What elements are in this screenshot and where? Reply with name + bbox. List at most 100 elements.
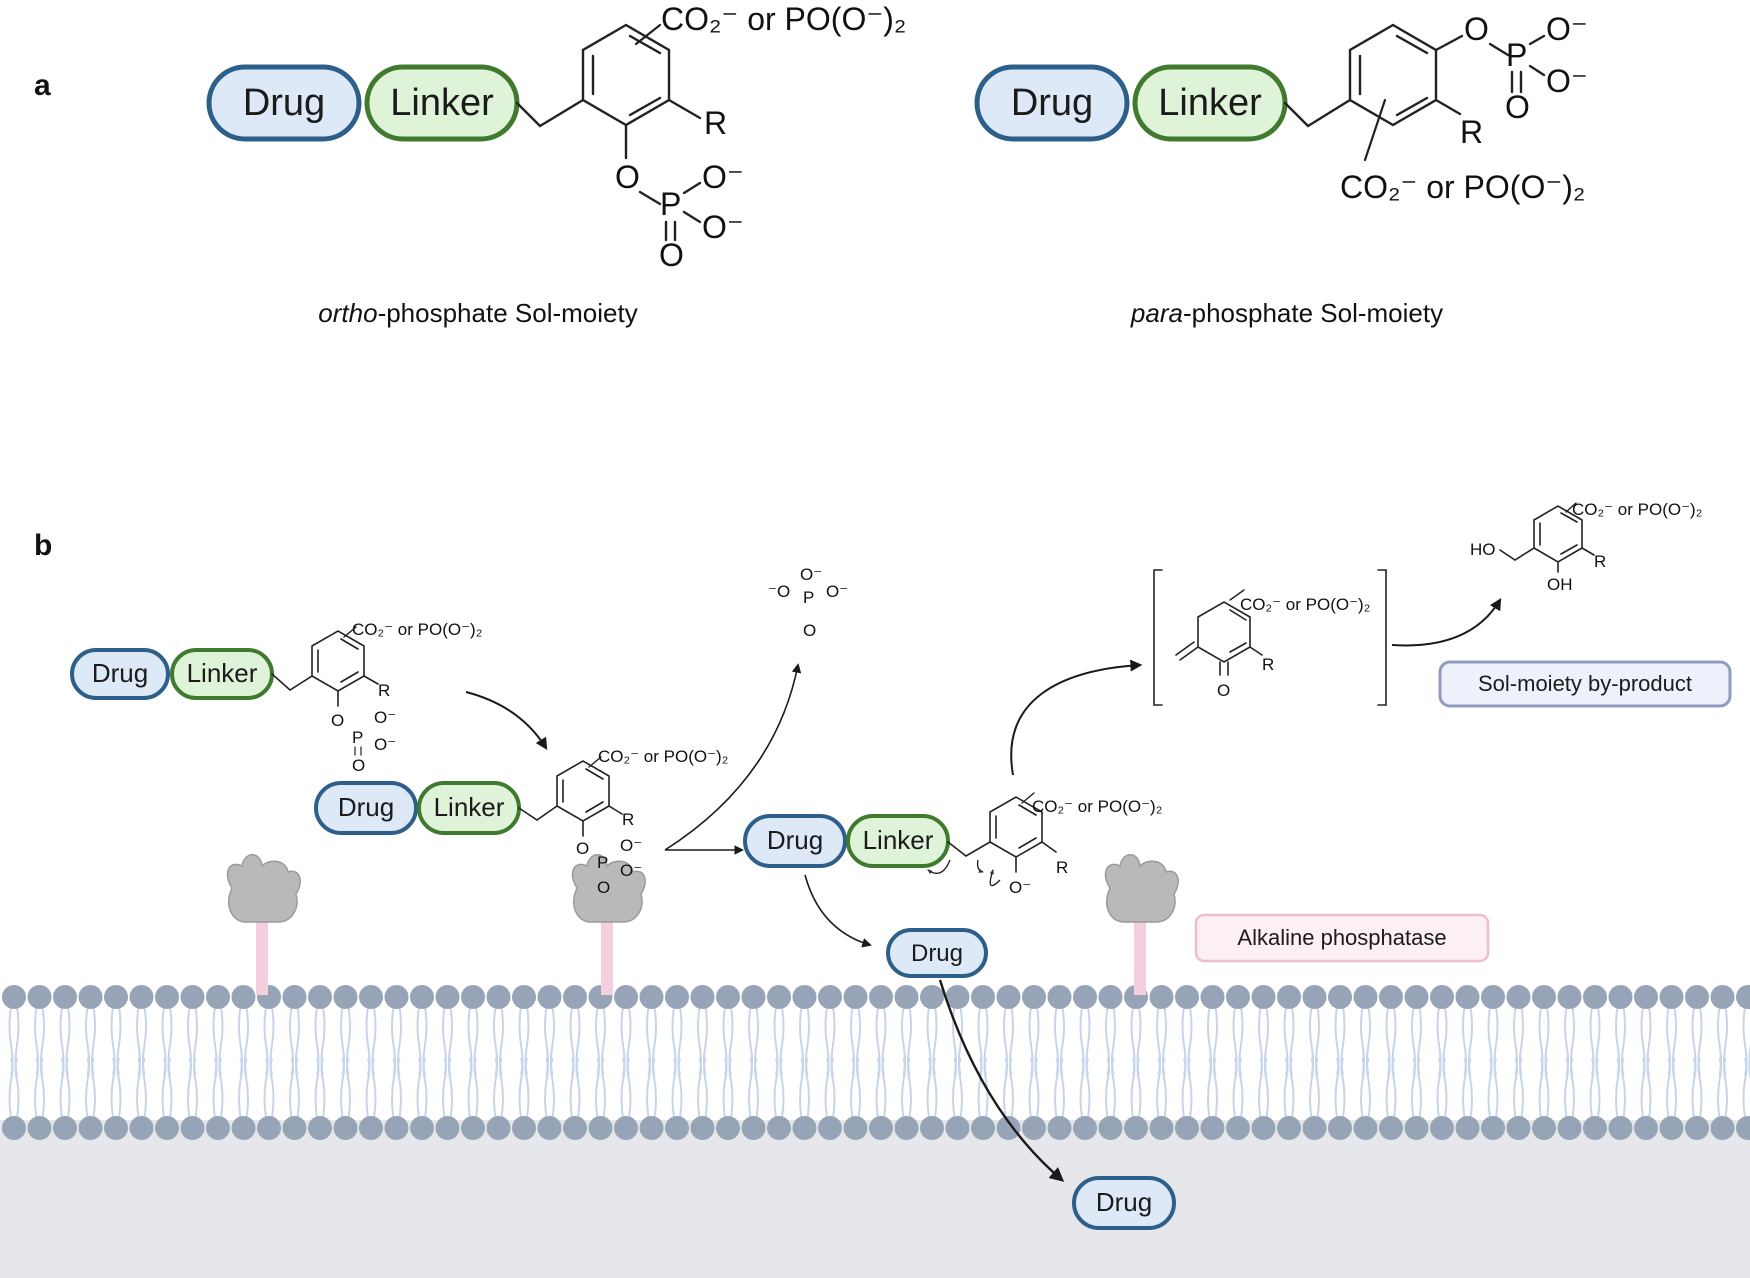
arrow-to-phosphate [664,663,802,851]
lipid-tail [926,1006,938,1076]
exocyclic-double-bond [1175,641,1199,661]
lipid-head [1659,1116,1684,1140]
lipid-head [129,1116,154,1140]
lipid-head [1073,985,1097,1009]
phosphate-o1: O⁻ [702,159,744,195]
drug-pill-label: Drug [1011,82,1093,124]
lipid-head [78,985,103,1009]
lipid-tail [1334,1006,1346,1076]
o-left: ⁻O [768,582,790,601]
drug-pill [70,648,170,700]
lipid-tail [748,1006,759,1076]
lipid-tail [263,1057,275,1119]
lipid-tail [442,1006,453,1076]
lipid-tail [1666,1057,1677,1119]
lipid-tail [212,1057,224,1119]
released-drug-1: Drug [886,928,988,978]
lipid-tail [1640,1057,1652,1119]
lipid-head [1251,985,1276,1009]
lipid-tail [467,1057,479,1119]
phosphate-o: O [1464,11,1489,47]
lipid-head [384,985,409,1009]
lipid-head [1200,1116,1225,1140]
lipid-tail [722,1057,734,1119]
op-bond [638,190,662,206]
substituent: CO₂⁻ or PO(O⁻)₂ [1240,595,1370,614]
lipid-tail [1258,1057,1269,1119]
drug-pill [1072,1176,1176,1230]
lipid-head [27,1116,52,1140]
lipid-head [767,985,791,1009]
r-bond [1581,547,1595,556]
lipid-tail [901,1057,912,1119]
ortho-structure: Drug Linker CO₂⁻ or PO(O⁻)₂ R O P O⁻ O⁻ … [206,1,906,273]
arrow-into-cell [938,979,1065,1182]
lipid-tail [416,1006,428,1076]
electron-arrow-3 [976,859,984,873]
lipid-head [818,1116,842,1140]
cell-membrane [2,985,1750,1140]
substituent: CO₂⁻ or PO(O⁻)₂ [598,747,728,766]
lipid-tail [544,1006,555,1076]
lipid-head [614,1116,638,1140]
lipid-tail [1487,1006,1499,1076]
lipid-tail [799,1006,810,1076]
lipid-head [1226,985,1250,1009]
substituent-bond [1565,502,1577,513]
para-caption-italic: para [1130,298,1183,328]
lipid-tail [212,1006,224,1076]
byproduct-label-box: Sol-moiety by-product [1438,660,1732,708]
phosphate-p: P [660,186,681,222]
lipid-head [410,1116,434,1140]
p-o-bonds [682,181,702,224]
lipid-tail [620,1057,632,1119]
carbonyl [1219,661,1229,676]
lipid-head [359,985,383,1009]
lipid-head [1022,985,1046,1009]
oh: OH [1547,575,1573,594]
o2: O⁻ [374,735,396,754]
lipid-tail [1411,1057,1422,1119]
lipid-head [1404,985,1429,1009]
lipid-tail [263,1006,275,1076]
lipid-tail [161,1006,173,1076]
enzyme-body [226,854,301,923]
phosphate-o3: O [659,237,684,273]
lipid-tail [926,1057,938,1119]
lipid-head [1481,985,1505,1009]
lipid-head [1659,985,1684,1009]
linker-pill-label: Linker [863,825,934,855]
substituent: CO₂⁻ or PO(O⁻)₂ [1032,797,1162,816]
lipid-head [894,1116,919,1140]
lipid-tail [1742,1057,1750,1119]
lipid-head [1277,1116,1301,1140]
methylene-bond [1283,98,1352,128]
lipid-head [920,1116,944,1140]
ring [1197,601,1251,663]
lipid-tail [773,1006,785,1076]
lipid-tail [365,1057,377,1119]
substituent-bond [1021,792,1035,804]
lipid-head [308,1116,332,1140]
lipid-head [1098,985,1123,1009]
lipid-head [2,985,26,1009]
o: O [576,839,589,858]
drug-pill-label: Drug [92,658,148,688]
lipid-tail [187,1006,198,1076]
lipid-head [1583,985,1607,1009]
benzene-ring [581,23,671,127]
lipid-tail [1028,1057,1040,1119]
quinone-methide: CO₂⁻ or PO(O⁻)₂ R O [1153,569,1387,706]
lipid-tail [1334,1057,1346,1119]
drug-pill-label: Drug [338,792,394,822]
lipid-head [206,985,230,1009]
linker-pill-label: Linker [1158,82,1262,124]
lipid-tail [1385,1057,1397,1119]
lipid-head [1277,985,1301,1009]
lipid-tail [1411,1006,1422,1076]
o-bond [1434,34,1464,52]
lipid-tail [289,1057,300,1119]
lipid-head [537,985,562,1009]
lipid-tail [1003,1057,1014,1119]
panel-a-label: a [34,69,51,102]
